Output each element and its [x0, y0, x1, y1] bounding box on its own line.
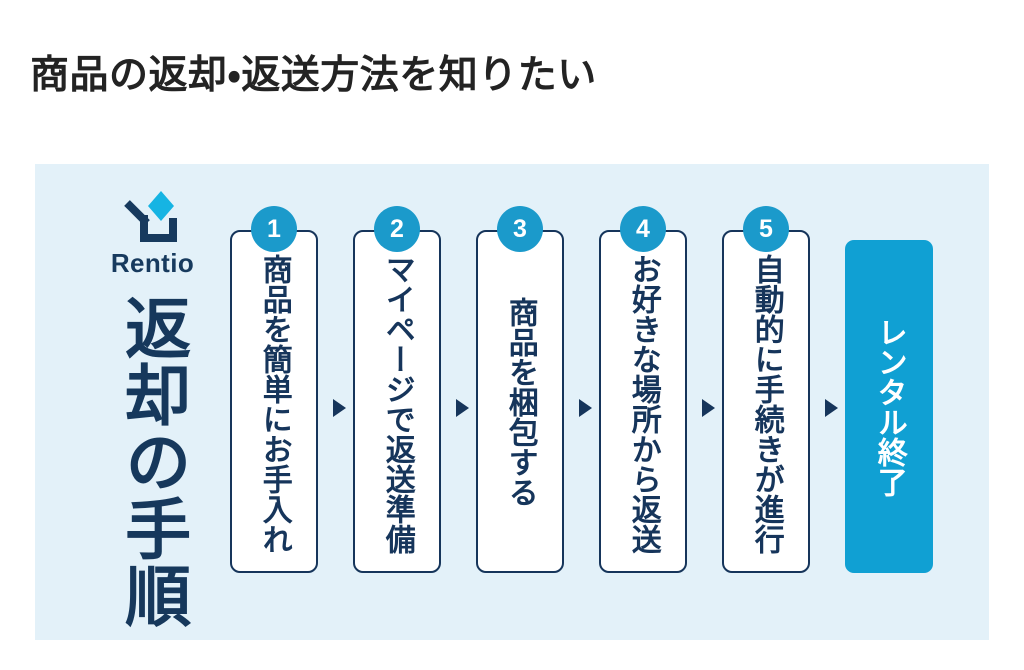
step-number-badge: 2 — [374, 206, 420, 252]
rentio-wordmark: Rentio — [110, 248, 195, 278]
step-card-final[interactable]: レンタル終了 — [845, 240, 933, 573]
step-card-5[interactable]: 自動的に手続きが進行 — [722, 230, 810, 573]
triangle-right-icon — [820, 396, 842, 420]
step-card-1[interactable]: 商品を簡単にお手入れ — [230, 230, 318, 573]
step-6: レンタル終了 — [845, 206, 933, 606]
triangle-right-icon — [328, 396, 350, 420]
step-card-4[interactable]: お好きな場所から返送 — [599, 230, 687, 573]
triangle-right-icon — [697, 396, 719, 420]
step-label: レンタル終了 — [872, 316, 906, 497]
step-number-badge: 4 — [620, 206, 666, 252]
flow-heading-text: 返却の手順 — [116, 294, 191, 629]
step-card-3[interactable]: 商品を梱包する — [476, 230, 564, 573]
step-label: マイページで返送準備 — [380, 254, 414, 554]
step-number-badge: 3 — [497, 206, 543, 252]
flow-heading: 返却の手順 — [65, 294, 240, 629]
step-number-badge: 1 — [251, 206, 297, 252]
triangle-right-icon — [451, 396, 473, 420]
step-3: 商品を梱包する 3 — [476, 206, 592, 606]
step-label: 商品を梱包する — [503, 296, 537, 507]
step-label: 自動的に手続きが進行 — [749, 254, 783, 554]
page-title: 商品の返却・返送方法を知りたい — [30, 54, 597, 98]
triangle-right-icon — [574, 396, 596, 420]
rentio-diamond-box-logo-icon — [117, 189, 189, 249]
rentio-logo: Rentio — [65, 189, 240, 284]
step-number-badge: 5 — [743, 206, 789, 252]
brand-block: Rentio 返却の手順 — [65, 189, 240, 629]
step-card-2[interactable]: マイページで返送準備 — [353, 230, 441, 573]
step-label: お好きな場所から返送 — [626, 254, 660, 554]
step-label: 商品を簡単にお手入れ — [257, 254, 291, 554]
